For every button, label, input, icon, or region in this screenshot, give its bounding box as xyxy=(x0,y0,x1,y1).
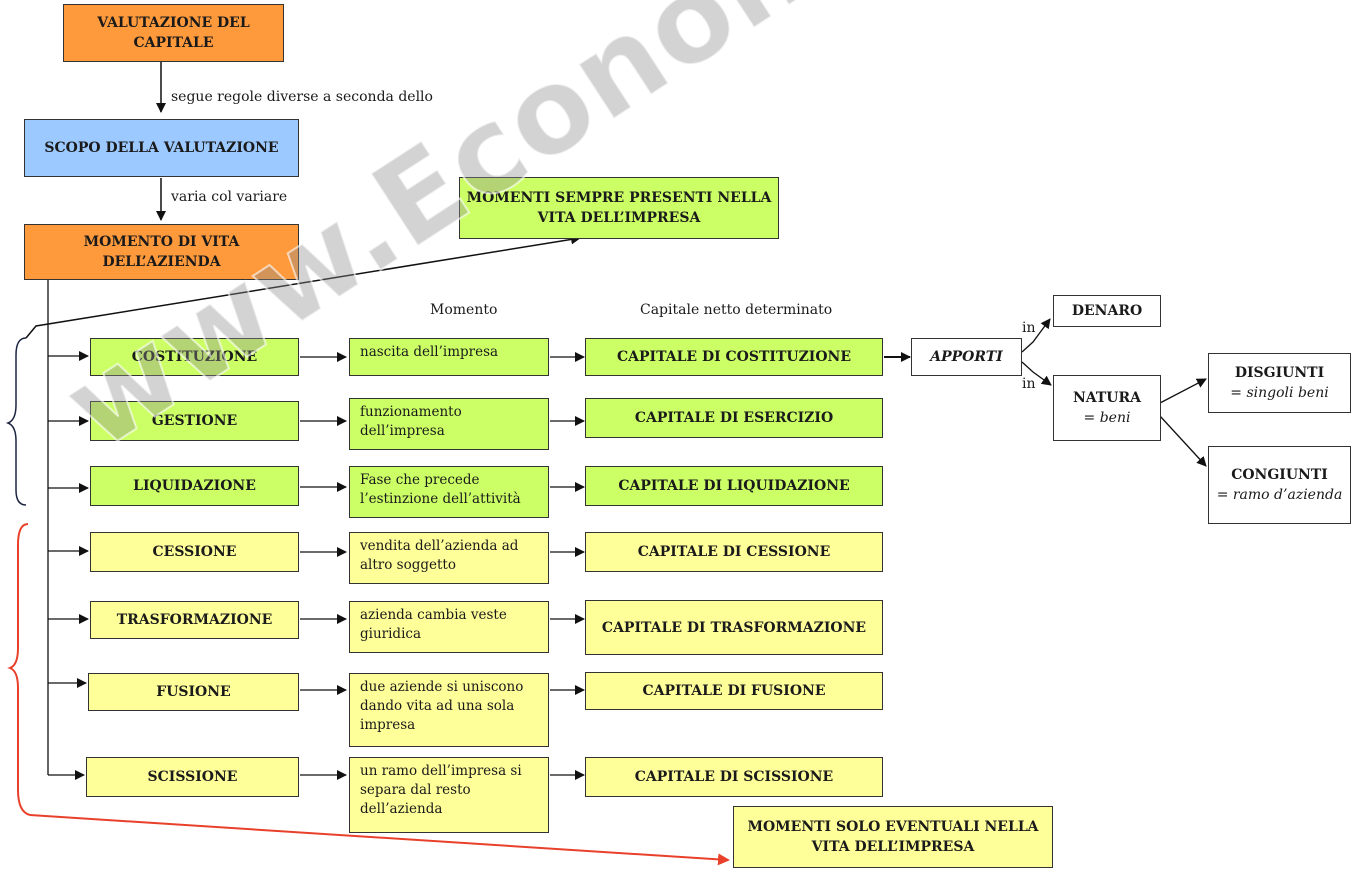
apporti-denaro-arrow xyxy=(1021,318,1051,353)
capital-box: CAPITALE DI FUSIONE xyxy=(585,672,883,710)
bracket-eventuali xyxy=(7,523,31,816)
natura-congiunti-arrow xyxy=(1159,415,1207,467)
denaro-box: DENARO xyxy=(1053,295,1161,327)
disgiunti-sub: = singoli beni xyxy=(1230,385,1329,401)
desc-text: funzionamento dell’impresa xyxy=(360,404,462,439)
phase-box: GESTIONE xyxy=(90,401,299,441)
capital-box: CAPITALE DI CESSIONE xyxy=(585,532,883,572)
apporti-natura-arrow xyxy=(1021,361,1052,386)
natura-disgiunti-arrow xyxy=(1159,378,1207,404)
phase-label: FUSIONE xyxy=(156,684,231,700)
phase-label: LIQUIDAZIONE xyxy=(133,478,256,494)
sempre-presenti-box: MOMENTI SEMPRE PRESENTI NELLA VITA DELL’… xyxy=(459,177,779,239)
phase-label: COSTITUZIONE xyxy=(131,349,258,365)
phase-label: GESTIONE xyxy=(151,413,238,429)
desc-box: vendita dell’azienda ad altro soggetto xyxy=(349,532,549,584)
desc-text: vendita dell’azienda ad altro soggetto xyxy=(360,538,519,573)
natura-box: NATURA = beni xyxy=(1053,375,1161,441)
congiunti-box: CONGIUNTI = ramo d’azienda xyxy=(1208,446,1351,524)
congiunti-text: CONGIUNTI xyxy=(1231,467,1328,483)
phase-box: LIQUIDAZIONE xyxy=(90,466,299,506)
desc-text: un ramo dell’impresa si separa dal resto… xyxy=(360,763,522,817)
capital-label: CAPITALE DI FUSIONE xyxy=(642,683,826,699)
desc-text: due aziende si uniscono dando vita ad un… xyxy=(360,679,524,733)
apporti-box: APPORTI xyxy=(911,338,1022,376)
capital-box: CAPITALE DI ESERCIZIO xyxy=(585,398,883,438)
capital-label: CAPITALE DI SCISSIONE xyxy=(634,769,834,785)
desc-box: due aziende si uniscono dando vita ad un… xyxy=(349,673,549,747)
header-momento: Momento xyxy=(430,302,498,318)
varia-label: varia col variare xyxy=(171,189,288,205)
sempre-presenti-text: MOMENTI SEMPRE PRESENTI NELLA VITA DELL’… xyxy=(466,190,772,226)
phase-box: FUSIONE xyxy=(88,673,299,711)
desc-text: Fase che precede l’estinzione dell’attiv… xyxy=(360,472,521,507)
capital-label: CAPITALE DI ESERCIZIO xyxy=(634,410,834,426)
phase-box: SCISSIONE xyxy=(86,757,299,797)
capital-box: CAPITALE DI LIQUIDAZIONE xyxy=(585,466,883,506)
scopo-box: SCOPO DELLA VALUTAZIONE xyxy=(24,119,299,177)
desc-text: nascita dell’impresa xyxy=(360,344,499,360)
in-label-1: in xyxy=(1022,320,1036,336)
denaro-text: DENARO xyxy=(1071,303,1143,319)
valutazione-box: VALUTAZIONE DEL CAPITALE xyxy=(63,4,284,62)
arrow-to-sempre xyxy=(25,234,581,339)
arrow-to-eventuali xyxy=(29,814,730,866)
scopo-text: SCOPO DELLA VALUTAZIONE xyxy=(44,140,279,156)
in-label-2: in xyxy=(1022,376,1036,392)
disgiunti-text: DISGIUNTI xyxy=(1234,365,1325,381)
capital-label: CAPITALE DI TRASFORMAZIONE xyxy=(601,619,867,636)
desc-box: azienda cambia veste giuridica xyxy=(349,601,549,653)
capital-box: CAPITALE DI TRASFORMAZIONE xyxy=(585,600,883,655)
momento-vita-text: MOMENTO DI VITA DELL’AZIENDA xyxy=(83,234,240,270)
apporti-text: APPORTI xyxy=(930,349,1003,365)
capital-box: CAPITALE DI COSTITUZIONE xyxy=(585,338,883,376)
desc-box: funzionamento dell’impresa xyxy=(349,398,549,450)
capital-label: CAPITALE DI LIQUIDAZIONE xyxy=(618,478,850,494)
phase-box: CESSIONE xyxy=(90,532,299,572)
desc-box: nascita dell’impresa xyxy=(349,338,549,376)
phase-box: TRASFORMAZIONE xyxy=(90,601,299,639)
capital-box: CAPITALE DI SCISSIONE xyxy=(585,757,883,797)
desc-box: Fase che precede l’estinzione dell’attiv… xyxy=(349,466,549,518)
eventuali-text: MOMENTI SOLO EVENTUALI NELLA VITA DELL’I… xyxy=(747,819,1039,855)
natura-sub: = beni xyxy=(1083,410,1131,426)
valutazione-text: VALUTAZIONE DEL CAPITALE xyxy=(97,15,250,51)
congiunti-sub: = ramo d’azienda xyxy=(1216,487,1343,503)
disgiunti-box: DISGIUNTI = singoli beni xyxy=(1208,353,1351,413)
desc-box: un ramo dell’impresa si separa dal resto… xyxy=(349,757,549,833)
bracket-sempre xyxy=(5,337,27,506)
momento-vita-box: MOMENTO DI VITA DELL’AZIENDA xyxy=(24,224,299,280)
phase-box: COSTITUZIONE xyxy=(90,338,299,376)
segue-label: segue regole diverse a seconda dello xyxy=(171,89,433,105)
capital-label: CAPITALE DI COSTITUZIONE xyxy=(616,349,852,365)
desc-text: azienda cambia veste giuridica xyxy=(360,607,507,642)
phase-label: TRASFORMAZIONE xyxy=(116,612,273,628)
capital-label: CAPITALE DI CESSIONE xyxy=(637,544,831,560)
phase-label: SCISSIONE xyxy=(147,769,238,785)
eventuali-box: MOMENTI SOLO EVENTUALI NELLA VITA DELL’I… xyxy=(733,806,1053,868)
header-capitale: Capitale netto determinato xyxy=(640,302,833,318)
phase-label: CESSIONE xyxy=(152,544,237,560)
natura-text: NATURA xyxy=(1072,390,1142,406)
